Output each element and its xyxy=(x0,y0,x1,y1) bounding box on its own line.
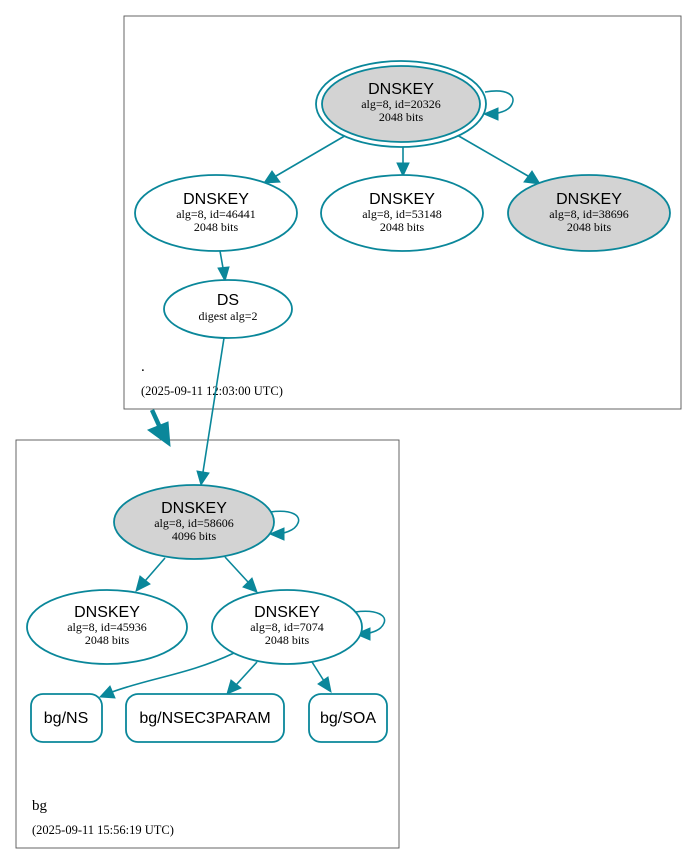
node-alg-id: alg=8, id=20326 xyxy=(361,97,441,111)
node-title: DNSKEY xyxy=(161,500,227,517)
node-key-size: 4096 bits xyxy=(172,529,217,543)
rrset-label: bg/SOA xyxy=(320,710,376,727)
node-alg-id: alg=8, id=58606 xyxy=(154,516,234,530)
edge-ksk-to-zsk2 xyxy=(396,146,410,178)
dnskey-node-root-ksk-38696[interactable]: DNSKEY alg=8, id=38696 2048 bits xyxy=(507,174,671,252)
edge-bgksk-to-zsk1 xyxy=(135,557,166,592)
node-alg-id: alg=8, id=7074 xyxy=(250,620,324,634)
dnskey-node-root-zsk-46441[interactable]: DNSKEY alg=8, id=46441 2048 bits xyxy=(134,174,298,252)
node-alg-id: alg=8, id=38696 xyxy=(549,207,629,221)
dnskey-node-root-zsk-53148[interactable]: DNSKEY alg=8, id=53148 2048 bits xyxy=(320,174,484,252)
node-title: DNSKEY xyxy=(74,604,140,621)
edge-zsk2-to-ns xyxy=(98,652,235,699)
node-title: DNSKEY xyxy=(183,191,249,208)
dnskey-node-root-ksk[interactable]: DNSKEY alg=8, id=20326 2048 bits xyxy=(315,60,487,148)
rrset-node-bg-soa[interactable]: bg/SOA xyxy=(308,693,388,743)
node-title: DNSKEY xyxy=(368,81,434,98)
node-alg-id: alg=8, id=45936 xyxy=(67,620,147,634)
rrset-node-bg-ns[interactable]: bg/NS xyxy=(30,693,103,743)
node-title: DS xyxy=(217,292,239,309)
node-title: DNSKEY xyxy=(556,191,622,208)
dnskey-node-bg-ksk[interactable]: DNSKEY alg=8, id=58606 4096 bits xyxy=(113,484,275,560)
edge-zsk2-to-soa xyxy=(311,661,332,694)
node-alg-id: alg=8, id=46441 xyxy=(176,207,256,221)
dnskey-node-bg-zsk-7074[interactable]: DNSKEY alg=8, id=7074 2048 bits xyxy=(211,589,363,665)
ds-node[interactable]: DS digest alg=2 xyxy=(163,279,293,339)
node-key-size: 2048 bits xyxy=(379,110,424,124)
edge-bgksk-to-zsk2 xyxy=(224,556,258,593)
edge-zsk1-to-ds xyxy=(217,250,230,283)
node-key-size: 2048 bits xyxy=(85,633,130,647)
rrset-node-bg-nsec3param[interactable]: bg/NSEC3PARAM xyxy=(125,693,285,743)
edge-ksk-self-loop xyxy=(482,90,514,121)
zone-root-timestamp: (2025-09-11 12:03:00 UTC) xyxy=(141,384,283,398)
node-key-size: 2048 bits xyxy=(567,220,612,234)
zone-bg-name: bg xyxy=(32,798,48,814)
node-digest: digest alg=2 xyxy=(198,309,257,323)
node-alg-id: alg=8, id=53148 xyxy=(362,207,442,221)
rrset-label: bg/NS xyxy=(44,710,88,727)
zone-root-name: . xyxy=(141,359,145,375)
node-key-size: 2048 bits xyxy=(194,220,239,234)
edge-bgzsk2-self-loop xyxy=(354,610,386,641)
node-title: DNSKEY xyxy=(254,604,320,621)
node-key-size: 2048 bits xyxy=(380,220,425,234)
edge-bgksk-self-loop xyxy=(268,510,300,541)
edge-ds-to-bg-ksk xyxy=(196,337,225,487)
node-key-size: 2048 bits xyxy=(265,633,310,647)
edge-ksk-to-zsk1 xyxy=(263,133,349,184)
edge-ksk-to-ksk2 xyxy=(456,134,541,185)
rrset-label: bg/NSEC3PARAM xyxy=(139,710,270,727)
dnskey-node-bg-zsk-45936[interactable]: DNSKEY alg=8, id=45936 2048 bits xyxy=(26,589,188,665)
edge-zsk2-to-nsec3param xyxy=(226,661,258,695)
delegation-edge xyxy=(146,409,171,448)
zone-bg-timestamp: (2025-09-11 15:56:19 UTC) xyxy=(32,823,174,837)
node-title: DNSKEY xyxy=(369,191,435,208)
